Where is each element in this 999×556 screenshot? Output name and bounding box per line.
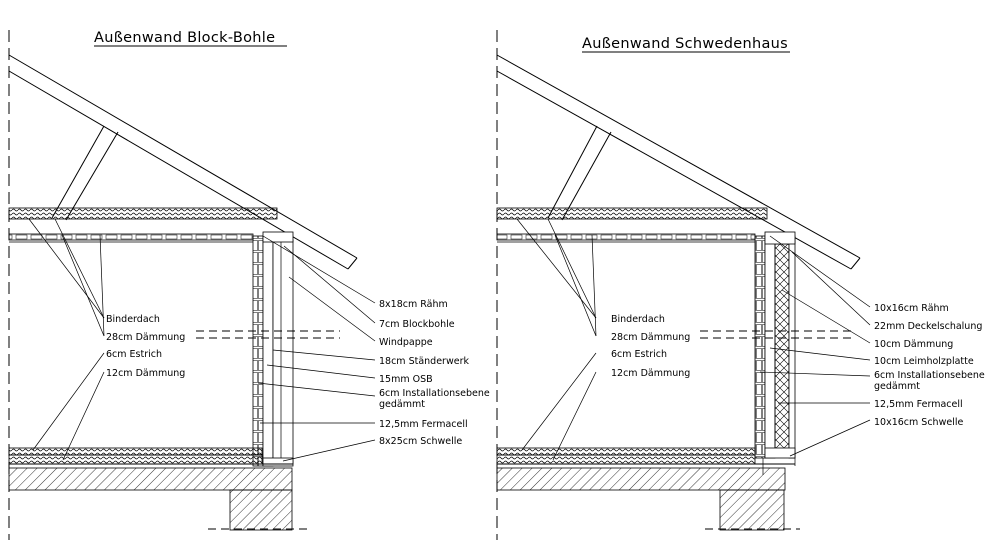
left-roof-strut xyxy=(51,125,119,221)
right-label-estrich: 6cm Estrich xyxy=(611,349,667,360)
left-label-raehm: 8x18cm Rähm xyxy=(379,299,448,310)
left-foundation xyxy=(229,489,293,531)
right-label-gedaemmt: gedämmt xyxy=(874,381,920,392)
left-leaders-right xyxy=(257,235,376,462)
right-label-installationsebene: 6cm Installationsebene xyxy=(874,370,985,381)
right-attic-insulation xyxy=(496,207,768,220)
left-ceiling xyxy=(8,233,254,241)
left-label-osb: 15mm OSB xyxy=(379,374,433,385)
left-label-estrich: 6cm Estrich xyxy=(106,349,162,360)
left-label-staenderwerk: 18cm Ständerwerk xyxy=(379,356,469,367)
left-floor-insulation xyxy=(8,454,263,465)
right-ceiling xyxy=(496,233,756,241)
right-floor-insulation xyxy=(496,454,756,465)
right-label-raehm: 10x16cm Rähm xyxy=(874,303,949,314)
right-label-daemmung-10: 10cm Dämmung xyxy=(874,339,953,350)
right-foundation xyxy=(719,489,785,531)
left-label-schwelle: 8x25cm Schwelle xyxy=(379,436,462,447)
right-leaders-right xyxy=(759,235,871,457)
left-slab xyxy=(8,467,293,491)
left-screed xyxy=(8,447,263,456)
right-label-binderdach: Binderdach xyxy=(611,314,665,325)
left-label-binderdach: Binderdach xyxy=(106,314,160,325)
right-slab xyxy=(496,467,786,491)
left-label-installationsebene: 6cm Installationsebene xyxy=(379,388,490,399)
right-section: Außenwand Schwedenhaus xyxy=(496,30,985,540)
left-label-daemmung-12: 12cm Dämmung xyxy=(106,368,185,379)
right-label-fermacell: 12,5mm Fermacell xyxy=(874,399,963,410)
right-label-daemmung-12: 12cm Dämmung xyxy=(611,368,690,379)
right-label-schwelle: 10x16cm Schwelle xyxy=(874,417,963,428)
right-label-leimholzplatte: 10cm Leimholzplatte xyxy=(874,356,974,367)
right-label-deckelschalung: 22mm Deckelschalung xyxy=(874,321,982,332)
left-section: Außenwand Block-Bohle xyxy=(8,30,490,540)
left-label-fermacell: 12,5mm Fermacell xyxy=(379,419,468,430)
left-label-blockbohle: 7cm Blockbohle xyxy=(379,319,455,330)
left-label-daemmung-28: 28cm Dämmung xyxy=(106,332,185,343)
right-label-daemmung-28: 28cm Dämmung xyxy=(611,332,690,343)
left-wall xyxy=(252,231,294,467)
right-title: Außenwand Schwedenhaus xyxy=(582,36,788,52)
left-leaders-left xyxy=(28,218,105,461)
right-screed xyxy=(496,447,756,456)
right-wall xyxy=(754,231,796,475)
left-label-gedaemmt: gedämmt xyxy=(379,399,425,410)
left-label-windpappe: Windpappe xyxy=(379,337,433,348)
left-title: Außenwand Block-Bohle xyxy=(94,30,275,46)
right-leaders-left xyxy=(516,218,597,461)
right-roof-strut xyxy=(547,125,612,221)
left-attic-insulation xyxy=(8,207,278,220)
